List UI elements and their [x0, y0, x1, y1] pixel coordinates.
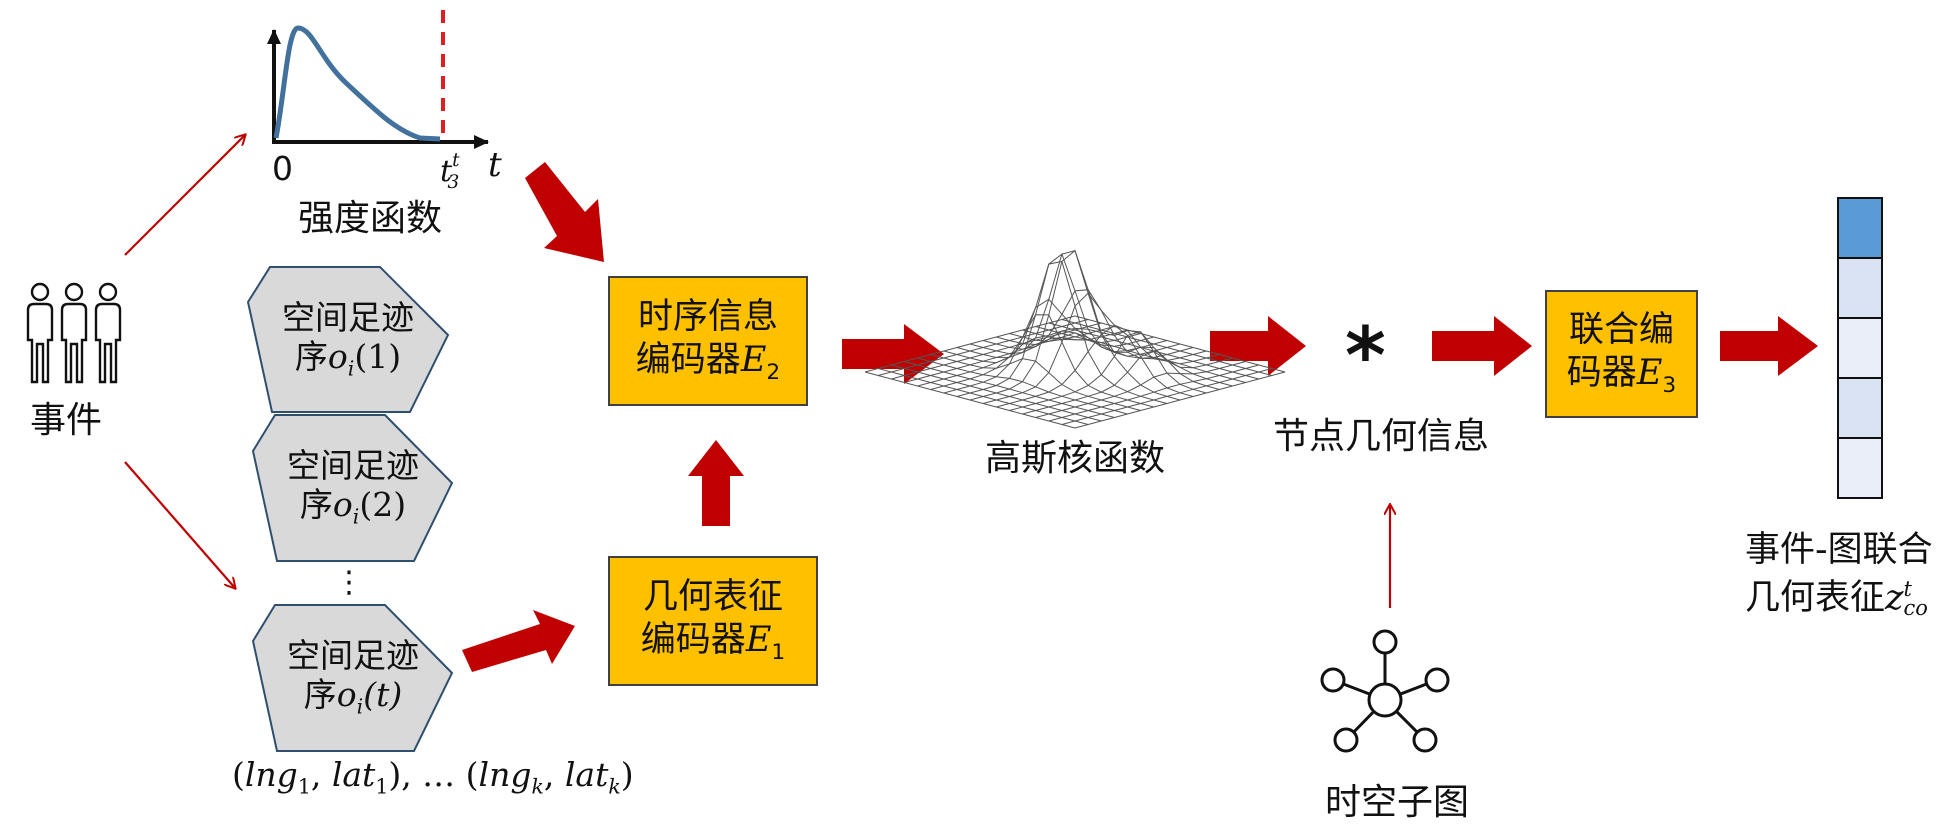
output-label-line1: 事件-图联合 [1745, 530, 1933, 570]
people-icon [26, 282, 122, 384]
vector-cell-4 [1837, 377, 1883, 439]
gaussian-wire [930, 354, 1141, 411]
e3-to-vector-arrow [1720, 316, 1818, 376]
star-to-e3-arrow [1432, 316, 1532, 376]
intensity-axis-t: t [488, 145, 502, 185]
gaussian-wire [982, 289, 1194, 397]
gaussian-surface-icon [864, 249, 1286, 429]
node-geometry-label: 节点几何信息 [1273, 416, 1490, 457]
footprint-2-text: 空间足迹 序oi(2) [287, 446, 419, 529]
subgraph-label: 时空子图 [1325, 782, 1470, 823]
encoder-e1-box: 几何表征 编码器E1 [608, 556, 818, 686]
graph-icon [1320, 629, 1450, 753]
footprint-to-e1-arrow [462, 610, 575, 672]
footprint-3-text: 空间足迹 序oi(t) [287, 636, 419, 719]
intensity-curve [273, 25, 441, 142]
encoder-e3-box: 联合编 码器E3 [1545, 290, 1698, 418]
event-label: 事件 [30, 400, 103, 441]
gaussian-wire [996, 324, 1207, 408]
gaussian-wire [982, 292, 1194, 404]
gaussian-wire [877, 368, 1089, 425]
gaussian-wire [1061, 368, 1273, 425]
intensity-chart [267, 10, 489, 149]
intensity-axis-zero: 0 [272, 149, 293, 188]
e1-to-e2-arrow [688, 440, 744, 526]
gaussian-label: 高斯核函数 [985, 438, 1166, 479]
footprint-hex-2 [251, 414, 454, 562]
vector-cell-5 [1837, 437, 1883, 499]
ellipsis: ⋮ [334, 565, 364, 600]
encoder-e2-box: 时序信息 编码器E2 [608, 276, 808, 406]
gaussian-wire [904, 361, 1115, 418]
intensity-cutoff-label: tt3 [440, 150, 460, 193]
output-vector [1837, 197, 1883, 499]
gaussian-wire [1048, 364, 1259, 422]
intensity-label: 强度函数 [298, 198, 443, 239]
gaussian-wire [956, 260, 1168, 404]
gaussian-wire [969, 249, 1181, 401]
footprint-1-text: 空间足迹 序oi(1) [282, 297, 414, 381]
footprint-hex-1 [246, 266, 450, 413]
intensity-to-e2-arrow [525, 162, 604, 262]
gaussian-wire [864, 371, 1076, 429]
gaussian-to-star-arrow [1210, 316, 1306, 376]
convolution-star: * [1345, 312, 1386, 402]
gaussian-wire [943, 314, 1154, 408]
coordinates-label: (lng1, lat1), … (lngk, latk) [232, 755, 634, 799]
e2-to-gaussian-arrow [842, 324, 944, 384]
gaussian-wire [917, 357, 1128, 415]
vector-cell-1 [1837, 197, 1883, 259]
event-to-footprint-arrow [124, 461, 235, 588]
gaussian-wire [1074, 371, 1286, 429]
footprint-hex-3 [251, 604, 454, 752]
gaussian-wire [1035, 361, 1246, 418]
vector-cell-3 [1837, 317, 1883, 379]
vector-cell-2 [1837, 257, 1883, 319]
gaussian-wire [1022, 350, 1233, 415]
gaussian-wire [1009, 331, 1220, 411]
event-to-intensity-arrow [124, 135, 245, 256]
gaussian-wire [891, 364, 1102, 422]
